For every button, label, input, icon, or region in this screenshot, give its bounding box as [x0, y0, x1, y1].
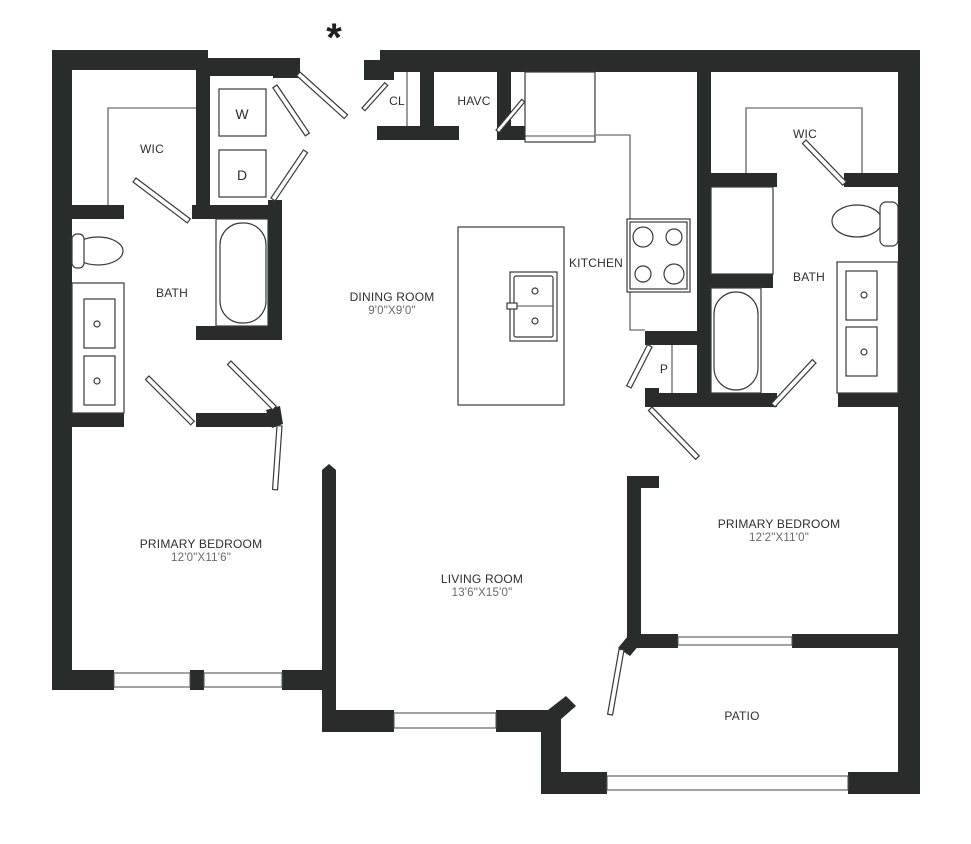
fixtures	[71, 71, 899, 414]
dryer	[218, 149, 267, 198]
windows	[113, 636, 849, 791]
room-bath-right[interactable]: BATH	[793, 270, 825, 284]
room-patio[interactable]: PATIO	[724, 709, 760, 723]
dryer-label: D	[236, 167, 248, 183]
room-pantry[interactable]: P	[659, 362, 669, 376]
doors	[132, 71, 848, 716]
entry-marker: *	[326, 16, 342, 60]
room-wic-right[interactable]: WIC	[793, 127, 817, 141]
room-wic-left[interactable]: WIC	[140, 142, 164, 156]
room-closet[interactable]: CL	[389, 94, 405, 108]
walls	[52, 50, 920, 794]
room-kitchen[interactable]: KITCHEN	[568, 256, 624, 270]
washer	[218, 88, 267, 137]
washer-label: W	[235, 106, 249, 122]
room-havc[interactable]: HAVC	[457, 94, 491, 108]
room-bath-left[interactable]: BATH	[156, 286, 188, 300]
